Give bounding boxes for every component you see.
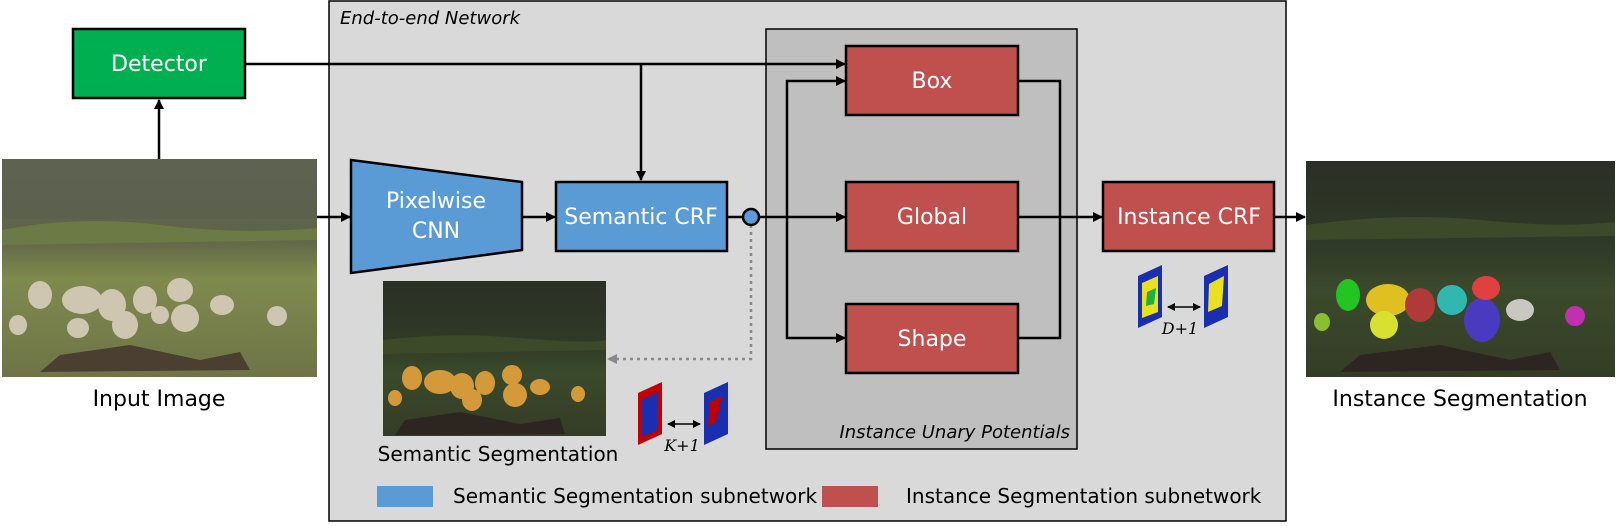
network-title: End-to-end Network [340,8,522,29]
pixelwise-cnn-line1: Pixelwise [386,189,486,214]
instance-unary-title: Instance Unary Potentials [839,422,1070,443]
instance-tensor-label: D+1 [1161,319,1198,338]
dotted-arrow-to-semantic-image [607,225,753,364]
shape-label: Shape [898,327,967,352]
input-caption: Input Image [93,387,226,412]
global-label: Global [897,205,967,230]
global-unary [844,180,1020,253]
semantic-crf-box [554,180,729,253]
branch-node [741,207,761,227]
pixelwise-cnn-block [349,158,524,275]
instance-tensor-icon [1138,265,1228,328]
semantic-caption: Semantic Segmentation [378,442,619,466]
input-image [2,159,317,377]
semantic-tensor-label: K+1 [663,436,700,455]
instance-caption: Instance Segmentation [1332,387,1587,412]
instance-segmentation-image [1306,161,1615,377]
legend-semantic-label: Semantic Segmentation subnetwork [453,484,818,508]
detector-label: Detector [111,52,208,77]
semantic-tensor-icon [638,382,728,445]
legend-instance-label: Instance Segmentation subnetwork [906,484,1262,508]
legend-semantic-swatch [377,486,433,507]
semantic-crf-label: Semantic CRF [564,205,717,230]
line-shape-out [1018,217,1062,340]
detector-box [71,27,247,100]
semantic-segmentation-image [383,281,606,436]
instance-crf-label: Instance CRF [1117,205,1261,230]
instance-crf-box [1101,180,1276,253]
legend-instance-swatch [822,486,878,507]
arrow-branch-to-shape [785,217,846,343]
shape-unary [844,302,1020,375]
pixelwise-cnn-line2: CNN [412,219,460,244]
arrow-branch-to-box [785,76,846,217]
box-label: Box [912,69,953,94]
box-unary [844,44,1020,117]
line-box-out [1018,79,1062,217]
